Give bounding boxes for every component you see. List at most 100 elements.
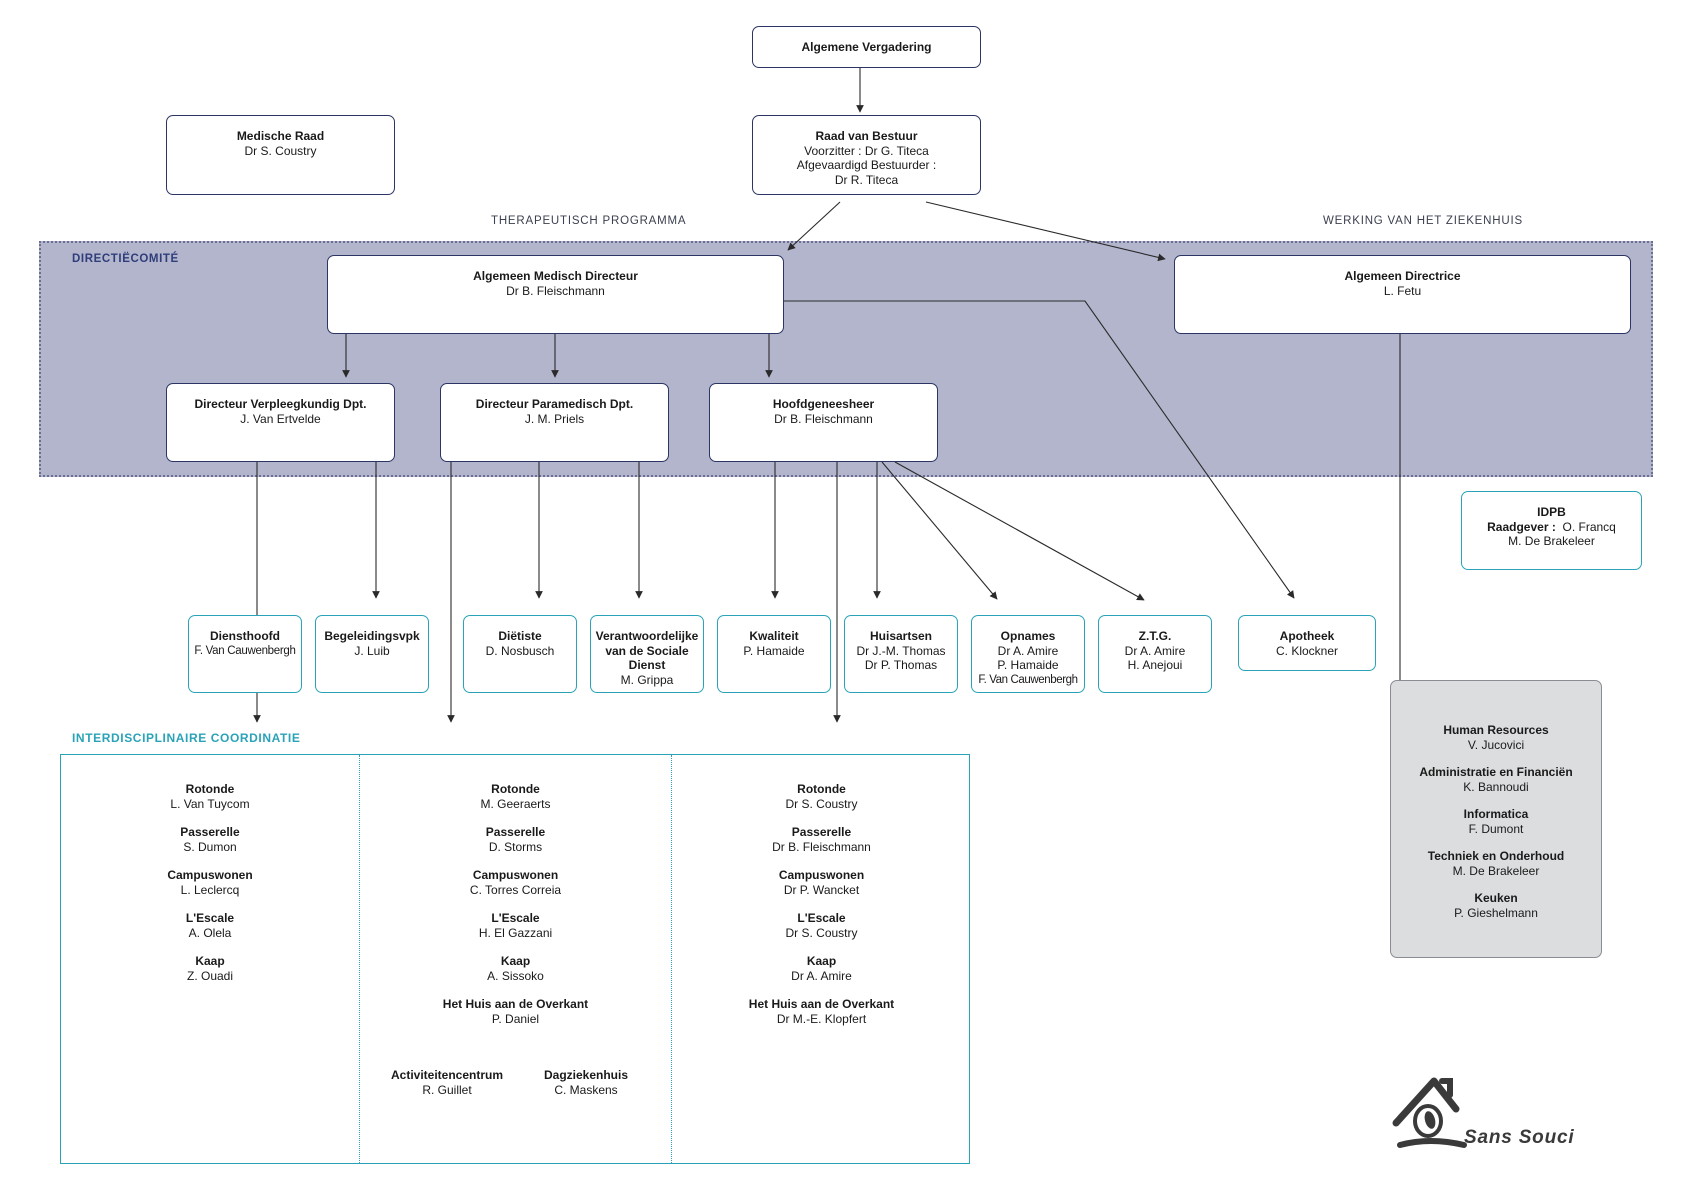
node-line: H. Anejoui: [1127, 658, 1183, 672]
node-name: Dr B. Fleischmann: [774, 411, 873, 426]
coord-title: Passerelle: [791, 825, 852, 839]
coord-title: Rotonde: [491, 782, 540, 796]
node-name: J. Van Ertvelde: [240, 411, 321, 426]
coord-title: Passerelle: [180, 825, 240, 839]
coord-name: Z. Ouadi: [186, 968, 234, 983]
label-werking: WERKING VAN HET ZIEKENHUIS: [1323, 215, 1523, 227]
node-title: Medische Raad: [236, 129, 325, 143]
node-title: IDPB: [1537, 505, 1566, 519]
coord-title: L'Escale: [491, 911, 540, 925]
node-idpb: IDPB Raadgever : O. Francq M. De Brakele…: [1461, 491, 1642, 570]
node-title: Algemeen Medisch Directeur: [473, 269, 638, 283]
node-title: Opnames: [1000, 629, 1056, 643]
node-title: Hoofdgeneesheer: [772, 397, 875, 411]
service-name: P. Gieshelmann: [1454, 905, 1538, 920]
service-name: V. Jucovici: [1467, 737, 1525, 752]
node-algemene-vergadering: Algemene Vergadering: [752, 26, 981, 68]
coord-title: Kaap: [806, 954, 837, 968]
coord-name: H. El Gazzani: [478, 925, 553, 940]
node-title: Apotheek: [1279, 629, 1335, 643]
node-title: Kwaliteit: [749, 629, 799, 643]
node-title: Directeur Verpleegkundig Dpt.: [194, 397, 367, 411]
coord-title: Het Huis aan de Overkant: [748, 997, 895, 1011]
coord-name: C. Torres Correia: [469, 882, 562, 897]
node-begeleidingsvpk: Begeleidingsvpk J. Luib: [315, 615, 429, 693]
coord-name: Dr S. Coustry: [785, 925, 858, 940]
node-line: J. Luib: [354, 643, 390, 658]
node-sociale-dienst: Verantwoordelijke van de Sociale Dienst …: [590, 615, 704, 693]
node-ztg: Z.T.G. Dr A. Amire H. Anejoui: [1098, 615, 1212, 693]
service-title: Human Resources: [1443, 723, 1549, 737]
node-line: D. Nosbusch: [485, 643, 555, 658]
node-directeur-paramedisch: Directeur Paramedisch Dpt. J. M. Priels: [440, 383, 669, 462]
coord-title: Campuswonen: [778, 868, 865, 882]
coord-title: L'Escale: [185, 911, 235, 925]
service-title: Keuken: [1474, 891, 1518, 905]
service-name: M. De Brakeleer: [1452, 863, 1540, 878]
house-logo-icon: [1392, 1077, 1467, 1148]
coord-name: S. Dumon: [183, 839, 237, 854]
coord-name: C. Maskens: [554, 1082, 618, 1097]
node-kwaliteit: Kwaliteit P. Hamaide: [717, 615, 831, 693]
node-raad-van-bestuur: Raad van Bestuur Voorzitter : Dr G. Tite…: [752, 115, 981, 195]
node-algemeen-medisch-directeur: Algemeen Medisch Directeur Dr B. Fleisch…: [327, 255, 784, 334]
node-title: Diëtiste: [498, 629, 542, 643]
coord-name: Dr P. Wancket: [783, 882, 860, 897]
node-title: Raad van Bestuur: [815, 129, 918, 143]
node-opnames: Opnames Dr A. Amire P. Hamaide F. Van Ca…: [971, 615, 1085, 693]
node-diensthoofd: Diensthoofd F. Van Cauwenbergh: [188, 615, 302, 693]
coord-name: Dr A. Amire: [791, 968, 852, 983]
node-title: Algemeen Directrice: [1344, 269, 1461, 283]
coord-title: Activiteitencentrum: [390, 1068, 504, 1082]
node-line: M. De Brakeleer: [1508, 534, 1595, 548]
node-algemeen-directrice: Algemeen Directrice L. Fetu: [1174, 255, 1631, 334]
coord-title: Rotonde: [185, 782, 235, 796]
coord-title: Dagziekenhuis: [543, 1068, 629, 1082]
coord-title: Rotonde: [797, 782, 846, 796]
node-hoofdgeneesheer: Hoofdgeneesheer Dr B. Fleischmann: [709, 383, 938, 462]
coord-name: P. Daniel: [491, 1011, 540, 1026]
edge-headphys-ztg: [894, 461, 1145, 601]
node-directeur-verpleegkundig: Directeur Verpleegkundig Dpt. J. Van Ert…: [166, 383, 395, 462]
label-coordinatie: INTERDISCIPLINAIRE COORDINATIE: [72, 731, 301, 745]
node-line: Dr J.-M. Thomas: [856, 643, 946, 658]
coord-title: Passerelle: [485, 825, 546, 839]
coord-name: D. Storms: [488, 839, 543, 854]
node-title: Z.T.G.: [1138, 629, 1172, 643]
label-directiecomite: DIRECTIËCOMITÉ: [72, 253, 179, 265]
service-title: Informatica: [1463, 807, 1529, 821]
node-line: F. Van Cauwenbergh: [978, 673, 1078, 686]
edge-headphys-opnames: [881, 461, 998, 600]
logo-text: Sans Souci: [1464, 1127, 1575, 1148]
node-line: Voorzitter : Dr G. Titeca: [804, 143, 929, 158]
coord-name: M. Geeraerts: [480, 796, 551, 811]
coord-title: Kaap: [500, 954, 531, 968]
node-line: Dr S. Coustry: [244, 143, 317, 158]
node-line: C. Klockner: [1275, 643, 1339, 658]
node-title: Verantwoordelijke van de Sociale Dienst: [595, 629, 699, 672]
node-line: Dr A. Amire: [997, 643, 1059, 658]
sans-souci-logo: Sans Souci: [1390, 1075, 1600, 1155]
node-line: M. Grippa: [620, 672, 674, 687]
node-title: Begeleidingsvpk: [324, 629, 420, 643]
coord-name: Dr B. Fleischmann: [772, 839, 871, 854]
coord-name: Dr S. Coustry: [785, 796, 858, 811]
service-name: K. Bannoudi: [1463, 779, 1529, 794]
node-line: Dr P. Thomas: [864, 658, 938, 672]
